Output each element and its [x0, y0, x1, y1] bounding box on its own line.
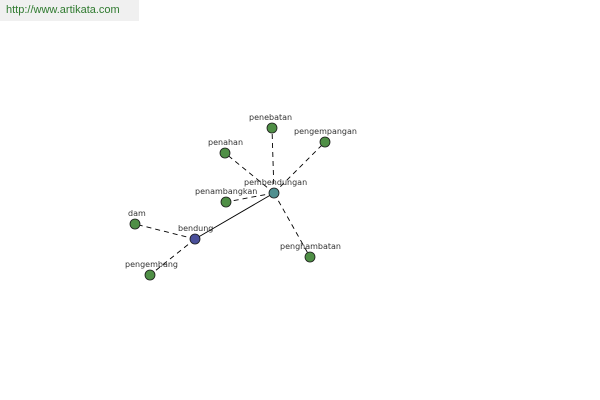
node-label-penahan[interactable]: penahan — [208, 138, 243, 147]
node-label-pengembang[interactable]: pengembang — [125, 260, 178, 269]
edge-pembendungan-penahan — [224, 152, 275, 194]
nodes-layer: pembendungan bendung penebatanpengempangan… — [125, 113, 357, 281]
edge-pembendungan-penambangkan — [225, 192, 275, 203]
node-bendung[interactable]: bendung — [178, 224, 213, 245]
node-dot-pengempangan[interactable] — [319, 136, 331, 148]
node-label-penambangkan[interactable]: penambangkan — [195, 187, 257, 196]
node-dot-dam[interactable] — [129, 218, 141, 230]
node-penebatan[interactable]: penebatan — [249, 113, 292, 134]
edge-bendung-dam — [134, 223, 196, 240]
node-label-pengempangan[interactable]: pengempangan — [294, 127, 357, 136]
node-pengembang[interactable]: pengembang — [125, 260, 178, 281]
edge-bendung-pengembang — [149, 238, 196, 276]
node-dot-penambangkan[interactable] — [220, 196, 232, 208]
node-label-bendung[interactable]: bendung — [178, 224, 213, 233]
node-label-dam[interactable]: dam — [128, 209, 146, 218]
edge-pembendungan-penebatan — [271, 127, 275, 194]
node-dot-bendung[interactable] — [189, 233, 201, 245]
edges-layer — [134, 127, 326, 276]
node-pengempangan[interactable]: pengempangan — [294, 127, 357, 148]
node-penghambatan[interactable]: penghambatan — [280, 242, 341, 263]
node-dot-penahan[interactable] — [219, 147, 231, 159]
node-dam[interactable]: dam — [128, 209, 146, 230]
node-dot-penghambatan[interactable] — [304, 251, 316, 263]
node-dot-pembendungan[interactable] — [268, 187, 280, 199]
node-dot-pengembang[interactable] — [144, 269, 156, 281]
node-dot-penebatan[interactable] — [266, 122, 278, 134]
edge-pembendungan-pengempangan — [273, 141, 326, 194]
edge-pembendungan-bendung — [194, 192, 275, 240]
node-pembendungan[interactable]: pembendungan — [244, 178, 307, 199]
site-url-label[interactable]: http://www.artikata.com — [0, 0, 139, 21]
node-label-penghambatan[interactable]: penghambatan — [280, 242, 341, 251]
edge-pembendungan-penghambatan — [273, 192, 311, 258]
node-label-penebatan[interactable]: penebatan — [249, 113, 292, 122]
node-label-pembendungan[interactable]: pembendungan — [244, 178, 307, 187]
node-penambangkan[interactable]: penambangkan — [195, 187, 257, 208]
node-penahan[interactable]: penahan — [208, 138, 243, 159]
